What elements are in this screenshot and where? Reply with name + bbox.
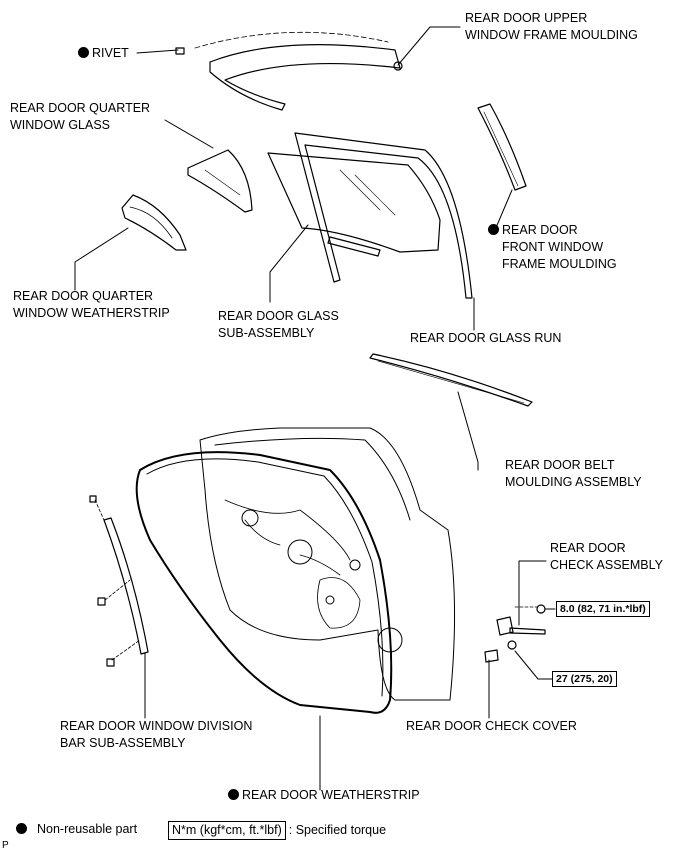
label-weatherstrip: REAR DOOR WEATHERSTRIP	[228, 787, 420, 804]
label-division-bar: REAR DOOR WINDOW DIVISION BAR SUB-ASSEMB…	[60, 719, 253, 750]
non-reusable-dot-icon	[78, 47, 89, 58]
label-quarter-weatherstrip: REAR DOOR QUARTER WINDOW WEATHERSTRIP	[13, 289, 170, 320]
non-reusable-dot-icon	[16, 823, 27, 834]
label-glass-sub-assembly: REAR DOOR GLASS SUB-ASSEMBLY	[218, 309, 339, 340]
front-moulding-part	[477, 103, 527, 191]
quarter-weatherstrip-part	[121, 194, 187, 251]
label-check-assembly: REAR DOOR CHECK ASSEMBLY	[550, 541, 664, 572]
label-belt-moulding: REAR DOOR BELT MOULDING ASSEMBLY	[505, 458, 642, 489]
label-quarter-glass: REAR DOOR QUARTER WINDOW GLASS	[10, 101, 151, 132]
leader-lines	[74, 26, 556, 791]
torque-box-upper: 8.0 (82, 71 in.*lbf)	[556, 601, 650, 617]
non-reusable-dot-icon	[488, 224, 499, 235]
glass-sub-assembly-part	[267, 152, 441, 257]
torque-box-lower: 27 (275, 20)	[552, 671, 617, 687]
glass-run-part	[294, 132, 473, 299]
legend-non-reusable: Non-reusable part	[16, 821, 137, 838]
torque-legend-box: N*m (kgf*cm, ft.*lbf)	[168, 821, 286, 840]
weatherstrip-part	[135, 451, 393, 714]
door-panel-part	[199, 427, 456, 701]
page-code: P	[2, 840, 9, 851]
label-glass-run: REAR DOOR GLASS RUN	[410, 331, 562, 345]
non-reusable-dot-icon	[228, 789, 239, 800]
label-check-cover: REAR DOOR CHECK COVER	[406, 719, 577, 733]
label-upper-moulding: REAR DOOR UPPER WINDOW FRAME MOULDING	[465, 11, 638, 42]
check-assembly-part	[484, 604, 546, 663]
label-rivet: RIVET	[78, 45, 129, 62]
upper-moulding-part	[175, 31, 403, 111]
legend-torque: N*m (kgf*cm, ft.*lbf): Specified torque	[168, 821, 386, 840]
belt-moulding-part	[369, 353, 533, 407]
label-front-moulding: REAR DOOR FRONT WINDOW FRAME MOULDING	[488, 222, 617, 273]
division-bar-part	[89, 495, 149, 667]
quarter-glass-part	[187, 149, 253, 213]
